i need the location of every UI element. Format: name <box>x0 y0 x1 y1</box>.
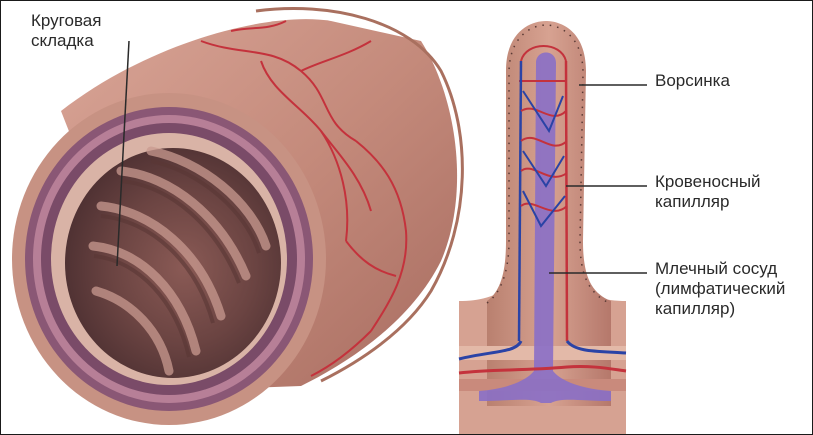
intestine-tube <box>12 9 462 426</box>
label-blood-capillary: Кровеносный капилляр <box>655 172 761 212</box>
label-lacteal-line-2: (лимфатический <box>655 279 785 299</box>
label-lacteal: Млечный сосуд (лимфатический капилляр) <box>655 259 785 319</box>
label-circular-fold: Круговая складка <box>31 11 101 51</box>
label-circular-fold-line-1: Круговая <box>31 11 101 31</box>
label-lacteal-line-3: капилляр) <box>655 299 785 319</box>
label-blood-capillary-line-2: капилляр <box>655 192 761 212</box>
label-villus-line-1: Ворсинка <box>655 71 730 91</box>
label-blood-capillary-line-1: Кровеносный <box>655 172 761 192</box>
tube-lumen <box>65 148 281 378</box>
villus-layer-3 <box>459 406 626 434</box>
label-lacteal-line-1: Млечный сосуд <box>655 259 785 279</box>
label-circular-fold-line-2: складка <box>31 31 101 51</box>
label-villus: Ворсинка <box>655 71 730 91</box>
villus <box>459 21 626 434</box>
